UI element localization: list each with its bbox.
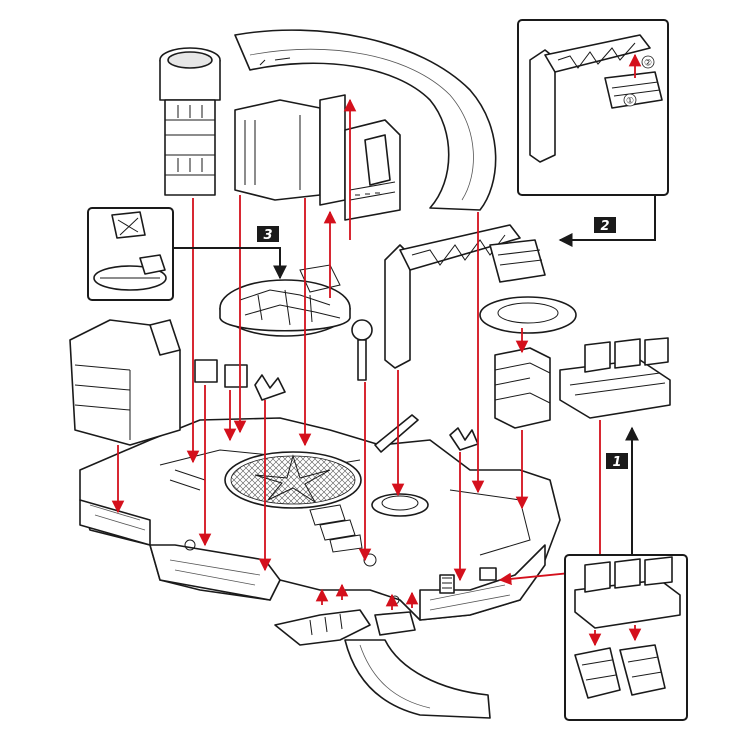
badge-3: 3 [257,226,279,243]
launch-ramp [274,609,416,646]
gear-parts [439,567,497,594]
cylinder-tower [159,47,221,196]
assembly-arrows [111,98,601,610]
curved-track-top [234,29,497,211]
svg-text:1: 1 [612,455,621,470]
svg-text:3: 3 [263,228,272,243]
badge-1: 1 [606,453,628,470]
badge-2: 2 [594,217,616,234]
seat-block [559,337,671,419]
small-brackets [194,359,479,451]
lamp-pole [351,319,373,381]
crane-arm [384,224,546,369]
svg-text:②: ② [644,59,652,69]
svg-text:2: 2 [600,219,609,234]
inset-seat-detail [564,554,688,721]
tower-building [234,94,401,221]
fan-grate [224,451,362,509]
landing-pad [219,264,351,337]
round-platform [479,296,577,334]
stacked-box [494,347,551,429]
base-platform [79,417,561,621]
callout-connectors [173,195,656,555]
curved-track-bottom [344,639,491,719]
turntable-disc [371,493,429,517]
diagonal-beam [374,414,419,453]
inset-crane-detail: ① ② [517,19,669,196]
svg-text:①: ① [626,97,634,107]
armored-block [69,319,181,446]
inset-step-1: ① [623,93,637,107]
inset-step-2: ② [641,55,655,69]
inset-pad-detail [87,207,174,301]
